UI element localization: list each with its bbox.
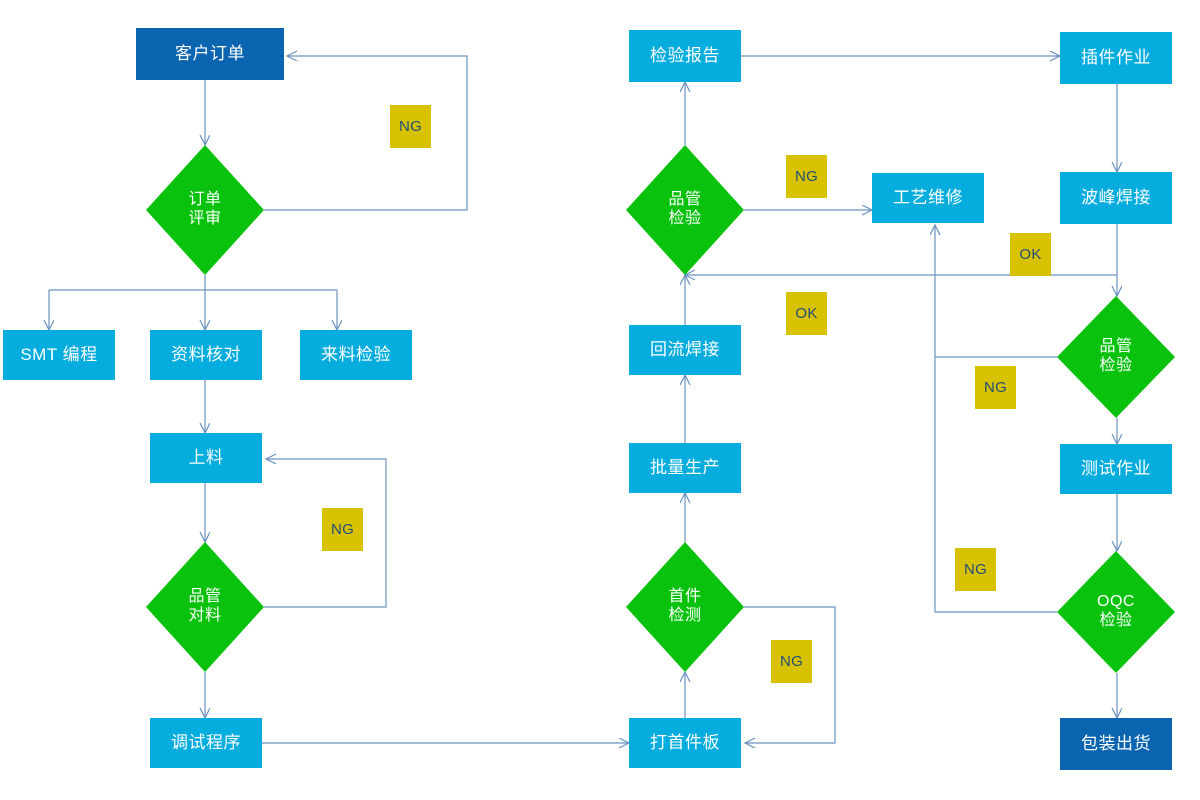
node-oqc-inspection[interactable]: OQC 检验: [1057, 551, 1175, 673]
node-qc-inspection-right[interactable]: 品管 检验: [1057, 296, 1175, 418]
edge-label-badge-ng-order-review: NG: [390, 105, 431, 148]
node-label-debug-program: 调试程序: [171, 732, 241, 752]
edge-label-badge-ok-wave: OK: [1010, 233, 1051, 276]
node-customer-order[interactable]: 客户订单: [136, 28, 284, 80]
node-process-repair[interactable]: 工艺维修: [872, 173, 984, 223]
node-label-reflow-soldering: 回流焊接: [650, 339, 720, 359]
node-label-customer-order: 客户订单: [175, 43, 245, 63]
node-label-plug-in-operation: 插件作业: [1081, 47, 1151, 67]
node-label-inspection-report: 检验报告: [650, 45, 720, 65]
node-qc-material-check[interactable]: 品管 对料: [146, 542, 264, 672]
node-label-first-article-board: 打首件板: [650, 732, 720, 752]
node-label-order-review: 订单 评审: [188, 191, 222, 227]
node-label-data-verification: 资料核对: [171, 344, 241, 364]
node-label-smt-programming: SMT 编程: [20, 344, 98, 364]
edge-label-badge-ng-qc-material: NG: [322, 508, 363, 551]
node-incoming-inspection[interactable]: 来料检验: [300, 330, 412, 380]
node-label-wave-soldering: 波峰焊接: [1081, 187, 1151, 207]
node-data-verification[interactable]: 资料核对: [150, 330, 262, 380]
node-order-review[interactable]: 订单 评审: [146, 145, 264, 275]
node-wave-soldering[interactable]: 波峰焊接: [1060, 172, 1172, 224]
edge-label-badge-ng-first-article: NG: [771, 640, 812, 683]
node-debug-program[interactable]: 调试程序: [150, 718, 262, 768]
node-label-first-article-test: 首件 检测: [668, 588, 702, 624]
node-label-packing-shipment: 包装出货: [1081, 733, 1151, 753]
node-packing-shipment[interactable]: 包装出货: [1060, 718, 1172, 770]
node-label-test-operation: 测试作业: [1081, 458, 1151, 478]
node-plug-in-operation[interactable]: 插件作业: [1060, 32, 1172, 84]
edge-label-badge-ng-oqc: NG: [955, 548, 996, 591]
edge-oqc-ng-to-trunk: [934, 607, 1057, 613]
node-first-article-board[interactable]: 打首件板: [629, 718, 741, 768]
node-label-oqc-inspection: OQC 检验: [1097, 593, 1135, 629]
node-first-article-test[interactable]: 首件 检测: [626, 542, 744, 672]
edge-label-badge-ng-qc-left: NG: [786, 155, 827, 198]
node-mass-production[interactable]: 批量生产: [629, 443, 741, 493]
node-label-loading: 上料: [188, 447, 224, 467]
node-label-mass-production: 批量生产: [650, 457, 720, 477]
node-smt-programming[interactable]: SMT 编程: [3, 330, 115, 380]
node-inspection-report[interactable]: 检验报告: [629, 30, 741, 82]
node-qc-inspection-left[interactable]: 品管 检验: [626, 145, 744, 275]
node-test-operation[interactable]: 测试作业: [1060, 444, 1172, 494]
edge-label-badge-ok-qc-left: OK: [786, 292, 827, 335]
node-label-qc-inspection-right: 品管 检验: [1099, 338, 1133, 374]
node-label-incoming-inspection: 来料检验: [321, 344, 391, 364]
node-label-qc-material-check: 品管 对料: [188, 588, 222, 624]
node-label-process-repair: 工艺维修: [893, 187, 963, 207]
edge-review-ng-to-order: [264, 56, 468, 211]
node-label-qc-inspection-left: 品管 检验: [668, 191, 702, 227]
node-reflow-soldering[interactable]: 回流焊接: [629, 325, 741, 375]
node-loading[interactable]: 上料: [150, 433, 262, 483]
edge-label-badge-ng-qc-right: NG: [975, 366, 1016, 409]
edge-review-fan-trunk: [49, 275, 337, 291]
